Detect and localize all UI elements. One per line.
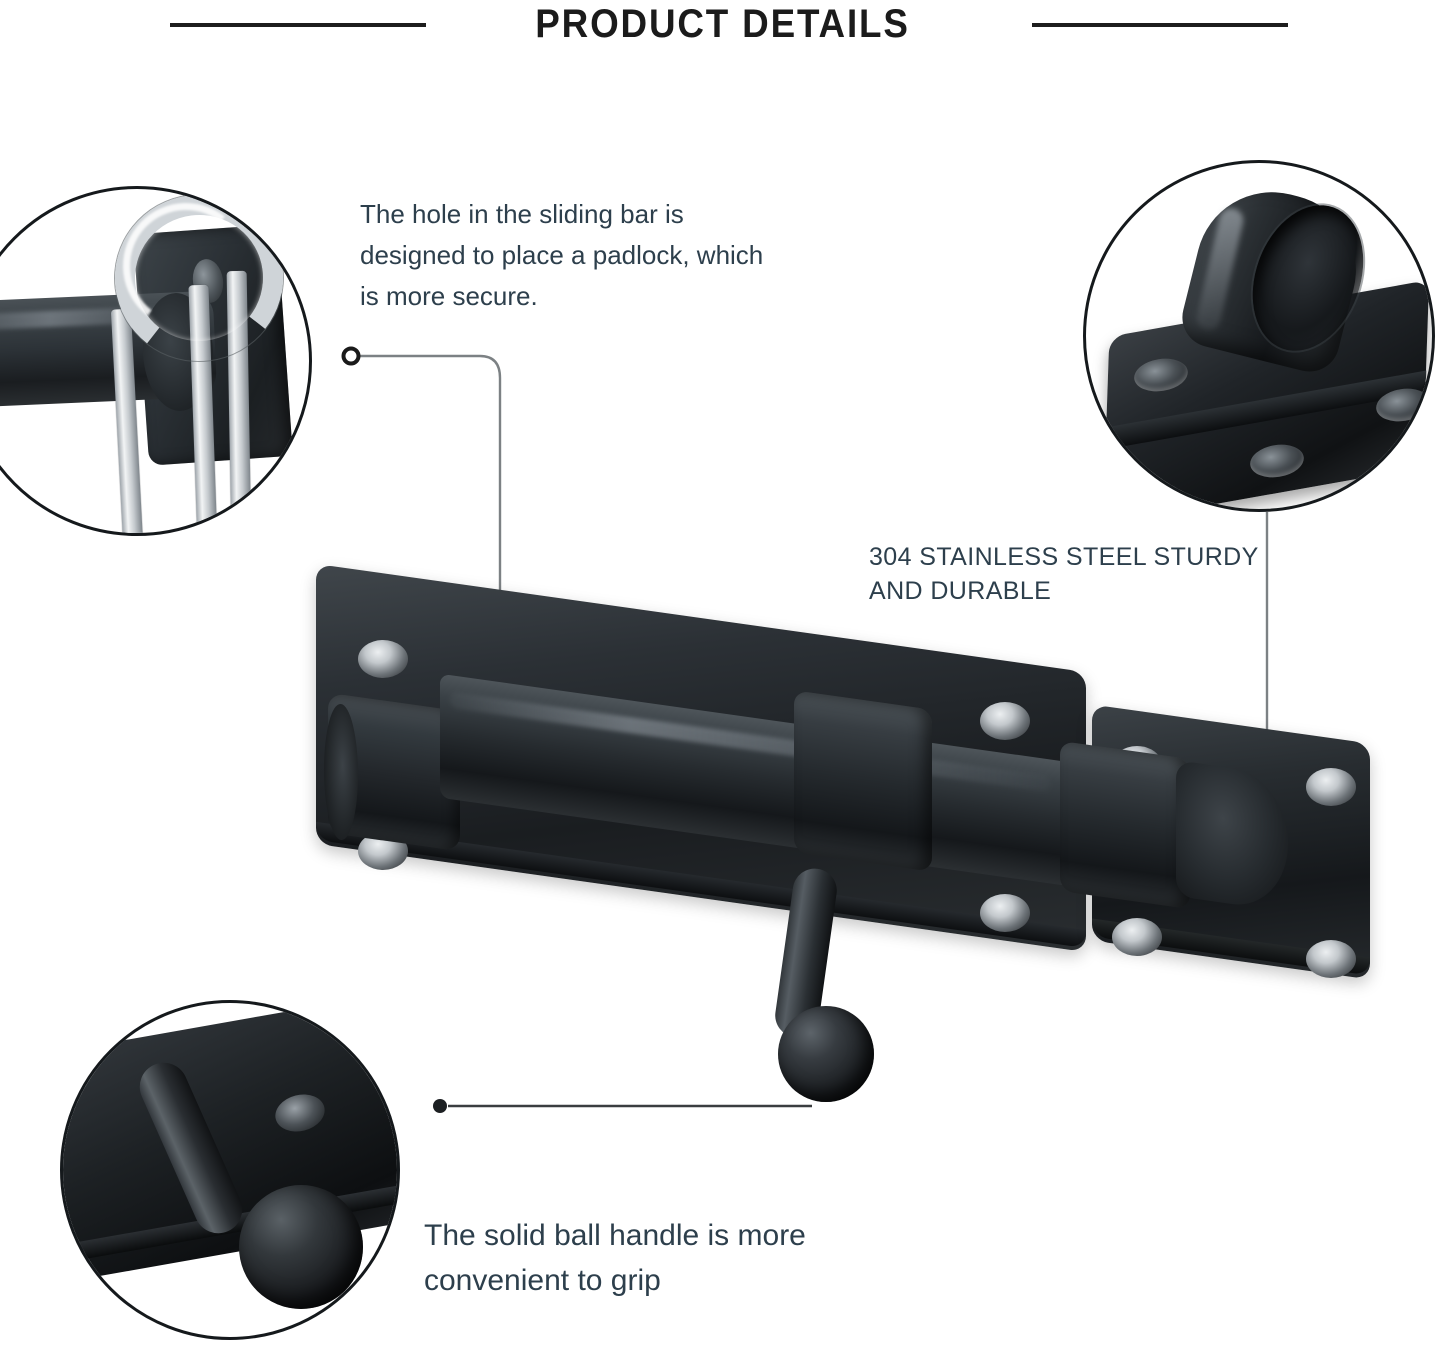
inset-padlock-closeup — [0, 186, 312, 536]
callout-text-ball: The solid ball handle is more convenient… — [424, 1219, 806, 1297]
page-header: PRODUCT DETAILS — [0, 0, 1445, 58]
product-plate-hole-3 — [980, 702, 1030, 740]
product-plate-hole-1 — [358, 640, 408, 678]
ball-inset-knob — [239, 1185, 363, 1309]
product-keeper-hole-4 — [1306, 940, 1356, 978]
inset-keeper-art — [1086, 163, 1432, 509]
title-rule-right — [1032, 23, 1288, 27]
main-product-image — [300, 563, 1380, 1102]
inset-ball-handle-closeup — [60, 1000, 400, 1340]
inset-ball-art — [63, 1003, 397, 1337]
product-ball-knob — [778, 1006, 874, 1102]
product-keeper-hole-2 — [1306, 768, 1356, 806]
product-bolt-collar-2 — [1060, 740, 1190, 910]
product-plate-hole-4 — [980, 894, 1030, 932]
callout-text-padlock: The hole in the sliding bar is designed … — [360, 199, 764, 311]
product-bolt-collar-1 — [794, 690, 932, 872]
leader-marker-ball-dot — [433, 1099, 447, 1113]
inset-padlock-art — [0, 189, 309, 533]
callout-text-steel: 304 STAINLESS STEEL STURDY AND DURABLE — [869, 543, 1259, 605]
title-rule-left — [170, 23, 426, 27]
page-title: PRODUCT DETAILS — [535, 2, 910, 46]
inset-keeper-closeup — [1083, 160, 1435, 512]
product-keeper-hole-3 — [1112, 918, 1162, 956]
leader-marker-padlock-ring — [341, 346, 361, 366]
